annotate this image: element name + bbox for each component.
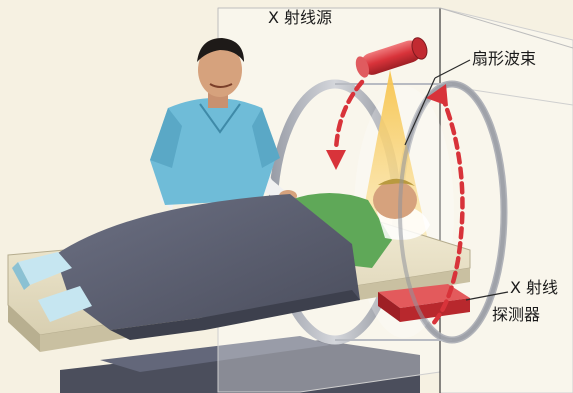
- detector-label-line1: X 射线: [510, 279, 558, 297]
- xray-source-label: X 射线源: [268, 9, 332, 27]
- detector-label-line2: 探测器: [492, 306, 540, 324]
- fan-beam-label: 扇形波束: [472, 50, 536, 68]
